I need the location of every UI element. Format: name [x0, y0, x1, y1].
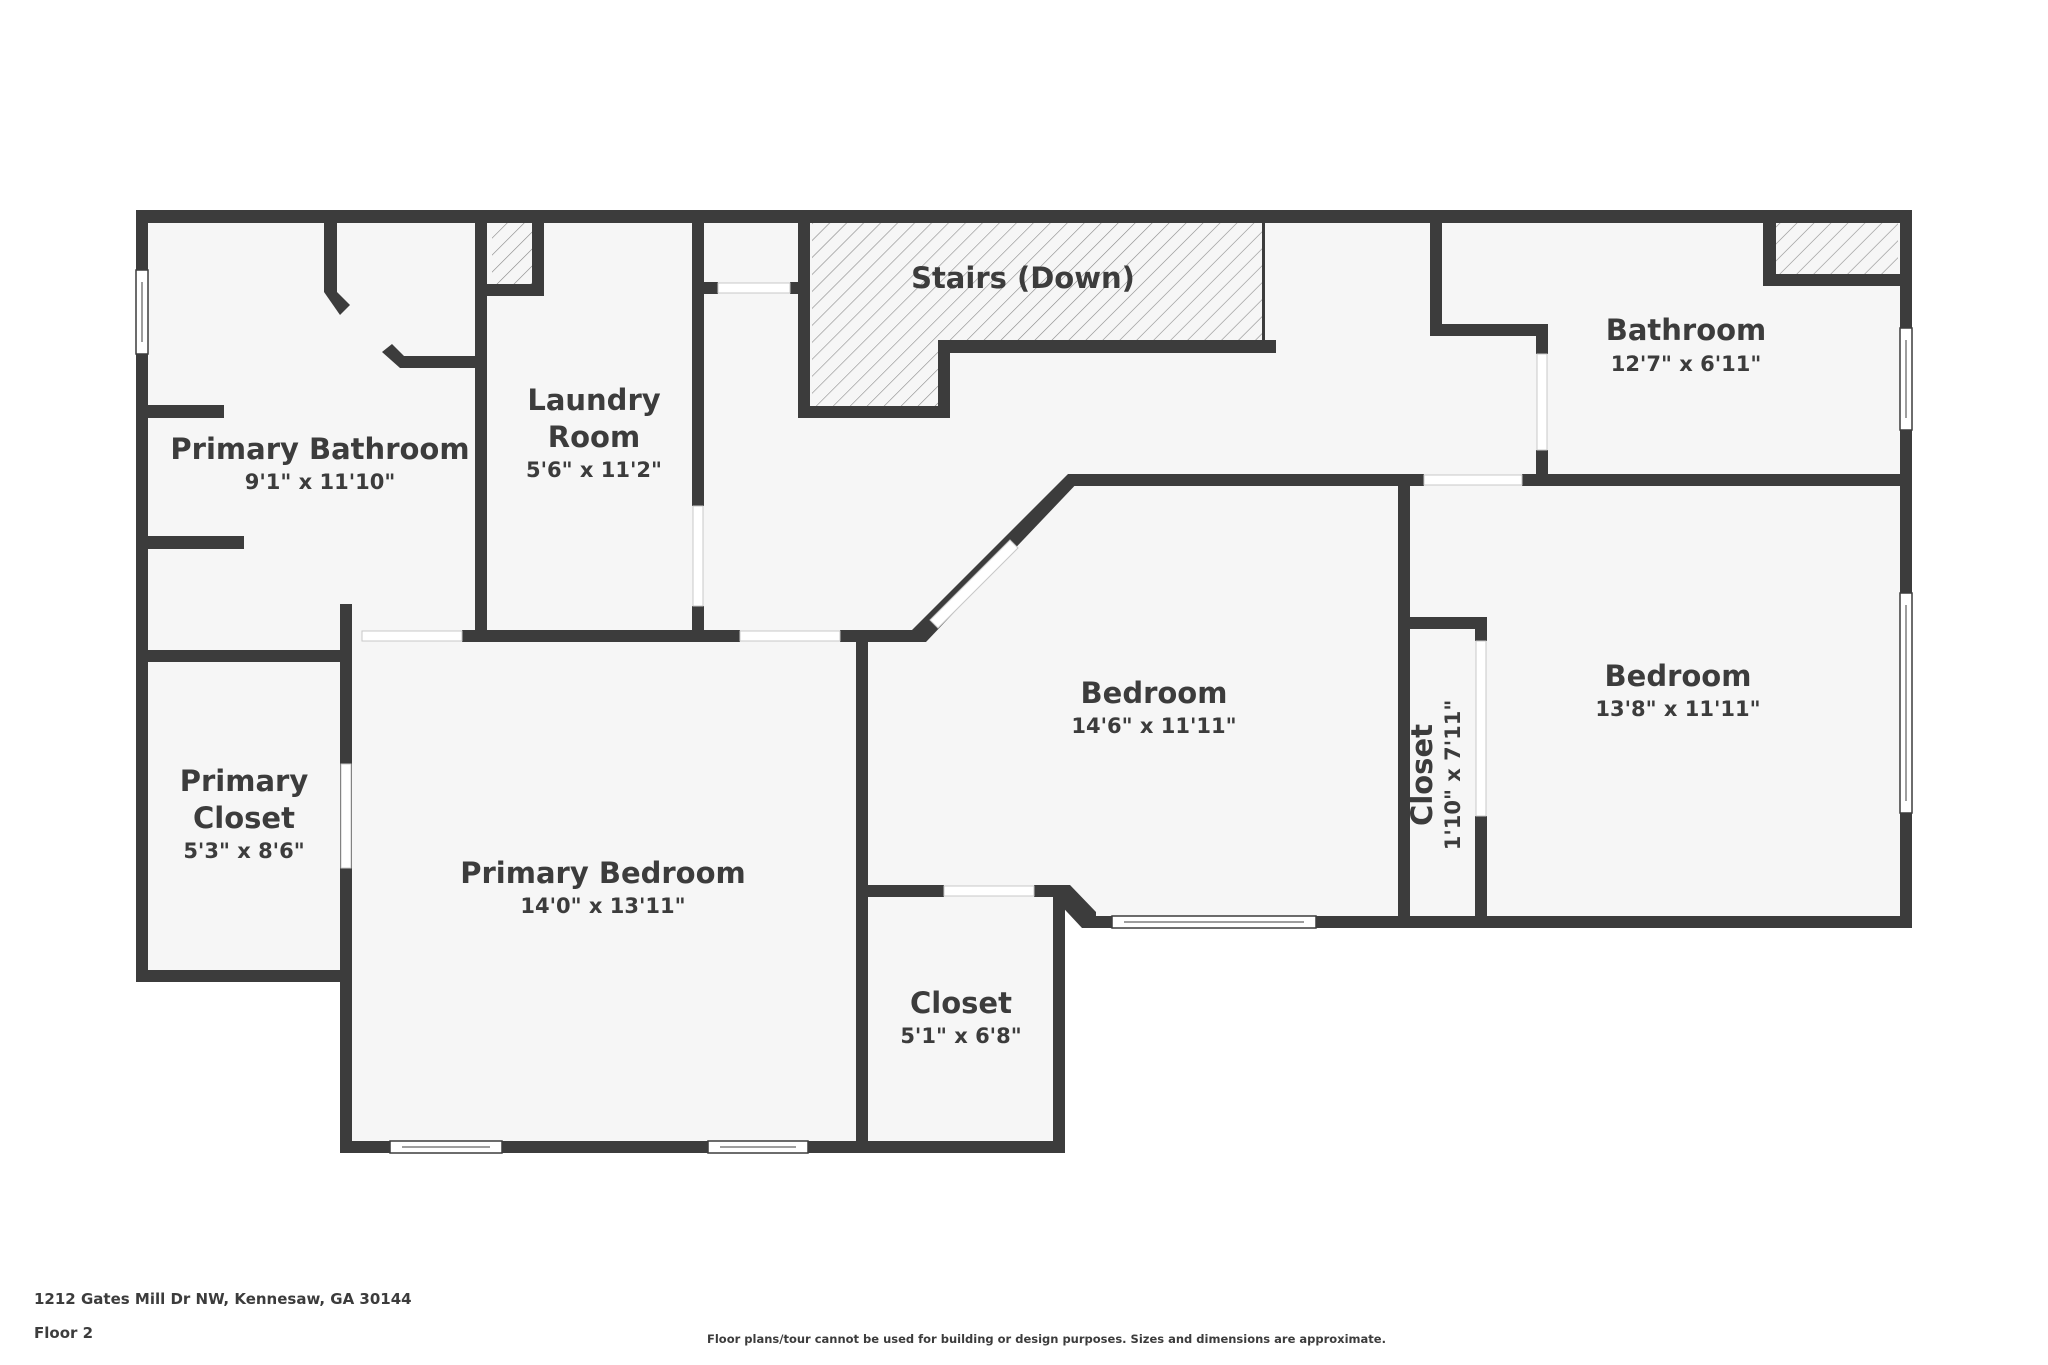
room-dimensions: 1'10" x 7'11"	[1441, 700, 1465, 851]
room-closet-middle: Closet 5'1" x 6'8"	[900, 986, 1021, 1048]
room-name: Closet	[910, 986, 1012, 1020]
room-name: Stairs (Down)	[911, 261, 1135, 295]
room-dimensions: 14'0" x 13'11"	[520, 894, 685, 918]
room-dimensions: 5'6" x 11'2"	[526, 458, 662, 482]
room-bedroom-right: Bedroom 13'8" x 11'11"	[1595, 659, 1760, 721]
room-primary-closet: Primary Closet 5'3" x 8'6"	[180, 764, 309, 863]
room-labels: Primary Bathroom 9'1" x 11'10" Laundry R…	[170, 261, 1766, 1048]
disclaimer: Floor plans/tour cannot be used for buil…	[707, 1332, 1386, 1346]
property-address: 1212 Gates Mill Dr NW, Kennesaw, GA 3014…	[34, 1290, 412, 1308]
bath-shaft-hatch	[492, 222, 532, 284]
room-bedroom-middle: Bedroom 14'6" x 11'11"	[1071, 676, 1236, 738]
room-name: Bedroom	[1081, 676, 1228, 710]
bathroom-shaft-hatch	[1776, 222, 1898, 274]
room-name: Closet	[1405, 724, 1439, 826]
room-name: Bedroom	[1605, 659, 1752, 693]
room-dimensions: 5'1" x 6'8"	[900, 1024, 1021, 1048]
room-name: Primary Bathroom	[170, 432, 469, 466]
floor-label: Floor 2	[34, 1324, 94, 1342]
room-dimensions: 5'3" x 8'6"	[183, 839, 304, 863]
room-dimensions: 12'7" x 6'11"	[1611, 352, 1762, 376]
hatched-areas	[492, 222, 1898, 408]
room-primary-bedroom: Primary Bedroom 14'0" x 13'11"	[460, 856, 745, 918]
floor-areas	[142, 216, 1906, 1147]
room-dimensions: 13'8" x 11'11"	[1595, 697, 1760, 721]
room-stairs: Stairs (Down)	[911, 261, 1135, 295]
room-name: Closet	[193, 801, 295, 835]
room-name: Primary Bedroom	[460, 856, 745, 890]
room-dimensions: 9'1" x 11'10"	[245, 470, 396, 494]
room-name: Laundry	[527, 383, 660, 417]
room-laundry-room: Laundry Room 5'6" x 11'2"	[526, 383, 662, 482]
room-name: Room	[548, 420, 640, 454]
door-openings	[340, 282, 1548, 897]
room-name: Primary	[180, 764, 309, 798]
room-bathroom: Bathroom 12'7" x 6'11"	[1606, 313, 1767, 376]
room-dimensions: 14'6" x 11'11"	[1071, 714, 1236, 738]
windows	[135, 269, 1913, 1154]
room-closet-small: Closet 1'10" x 7'11"	[1405, 700, 1465, 851]
room-primary-bathroom: Primary Bathroom 9'1" x 11'10"	[170, 432, 469, 494]
room-name: Bathroom	[1606, 313, 1767, 347]
stairs-area	[812, 222, 1262, 408]
